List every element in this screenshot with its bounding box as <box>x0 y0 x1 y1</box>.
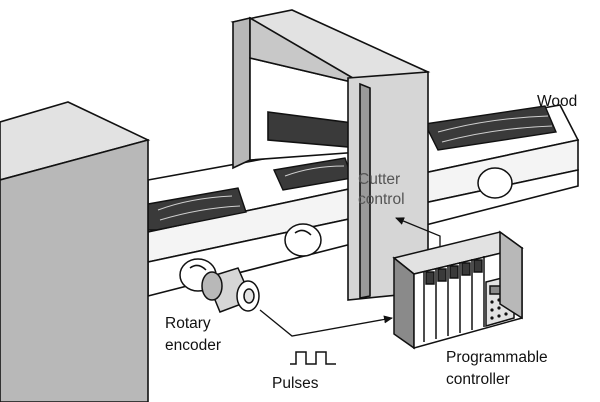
wood-piece-right <box>423 105 557 151</box>
conveyor-rollers <box>179 167 513 292</box>
module-indicator <box>473 259 483 273</box>
cutter-frame <box>230 9 431 301</box>
label-programmable-controller-line2: controller <box>446 371 510 388</box>
module-indicator <box>425 271 435 285</box>
label-programmable-controller-line1: Programmable <box>446 349 548 366</box>
module-indicator <box>461 262 471 276</box>
module-indicator <box>437 268 447 282</box>
label-cutter-control-line1: Cutter <box>358 171 400 188</box>
pulse-signal-wire <box>259 309 393 337</box>
rotary-encoder <box>201 267 260 313</box>
label-wood: Wood <box>537 93 577 110</box>
roller <box>477 167 513 199</box>
pulse-waveform-icon <box>290 351 336 365</box>
label-rotary-encoder-line1: Rotary <box>165 315 211 332</box>
left-housing-block <box>0 101 151 402</box>
roller <box>284 223 322 257</box>
label-cutter-control-line2: control <box>358 191 405 208</box>
module-indicator <box>449 265 459 279</box>
label-rotary-encoder-line2: encoder <box>165 337 221 354</box>
programmable-controller <box>392 230 524 350</box>
label-pulses: Pulses <box>272 375 319 392</box>
